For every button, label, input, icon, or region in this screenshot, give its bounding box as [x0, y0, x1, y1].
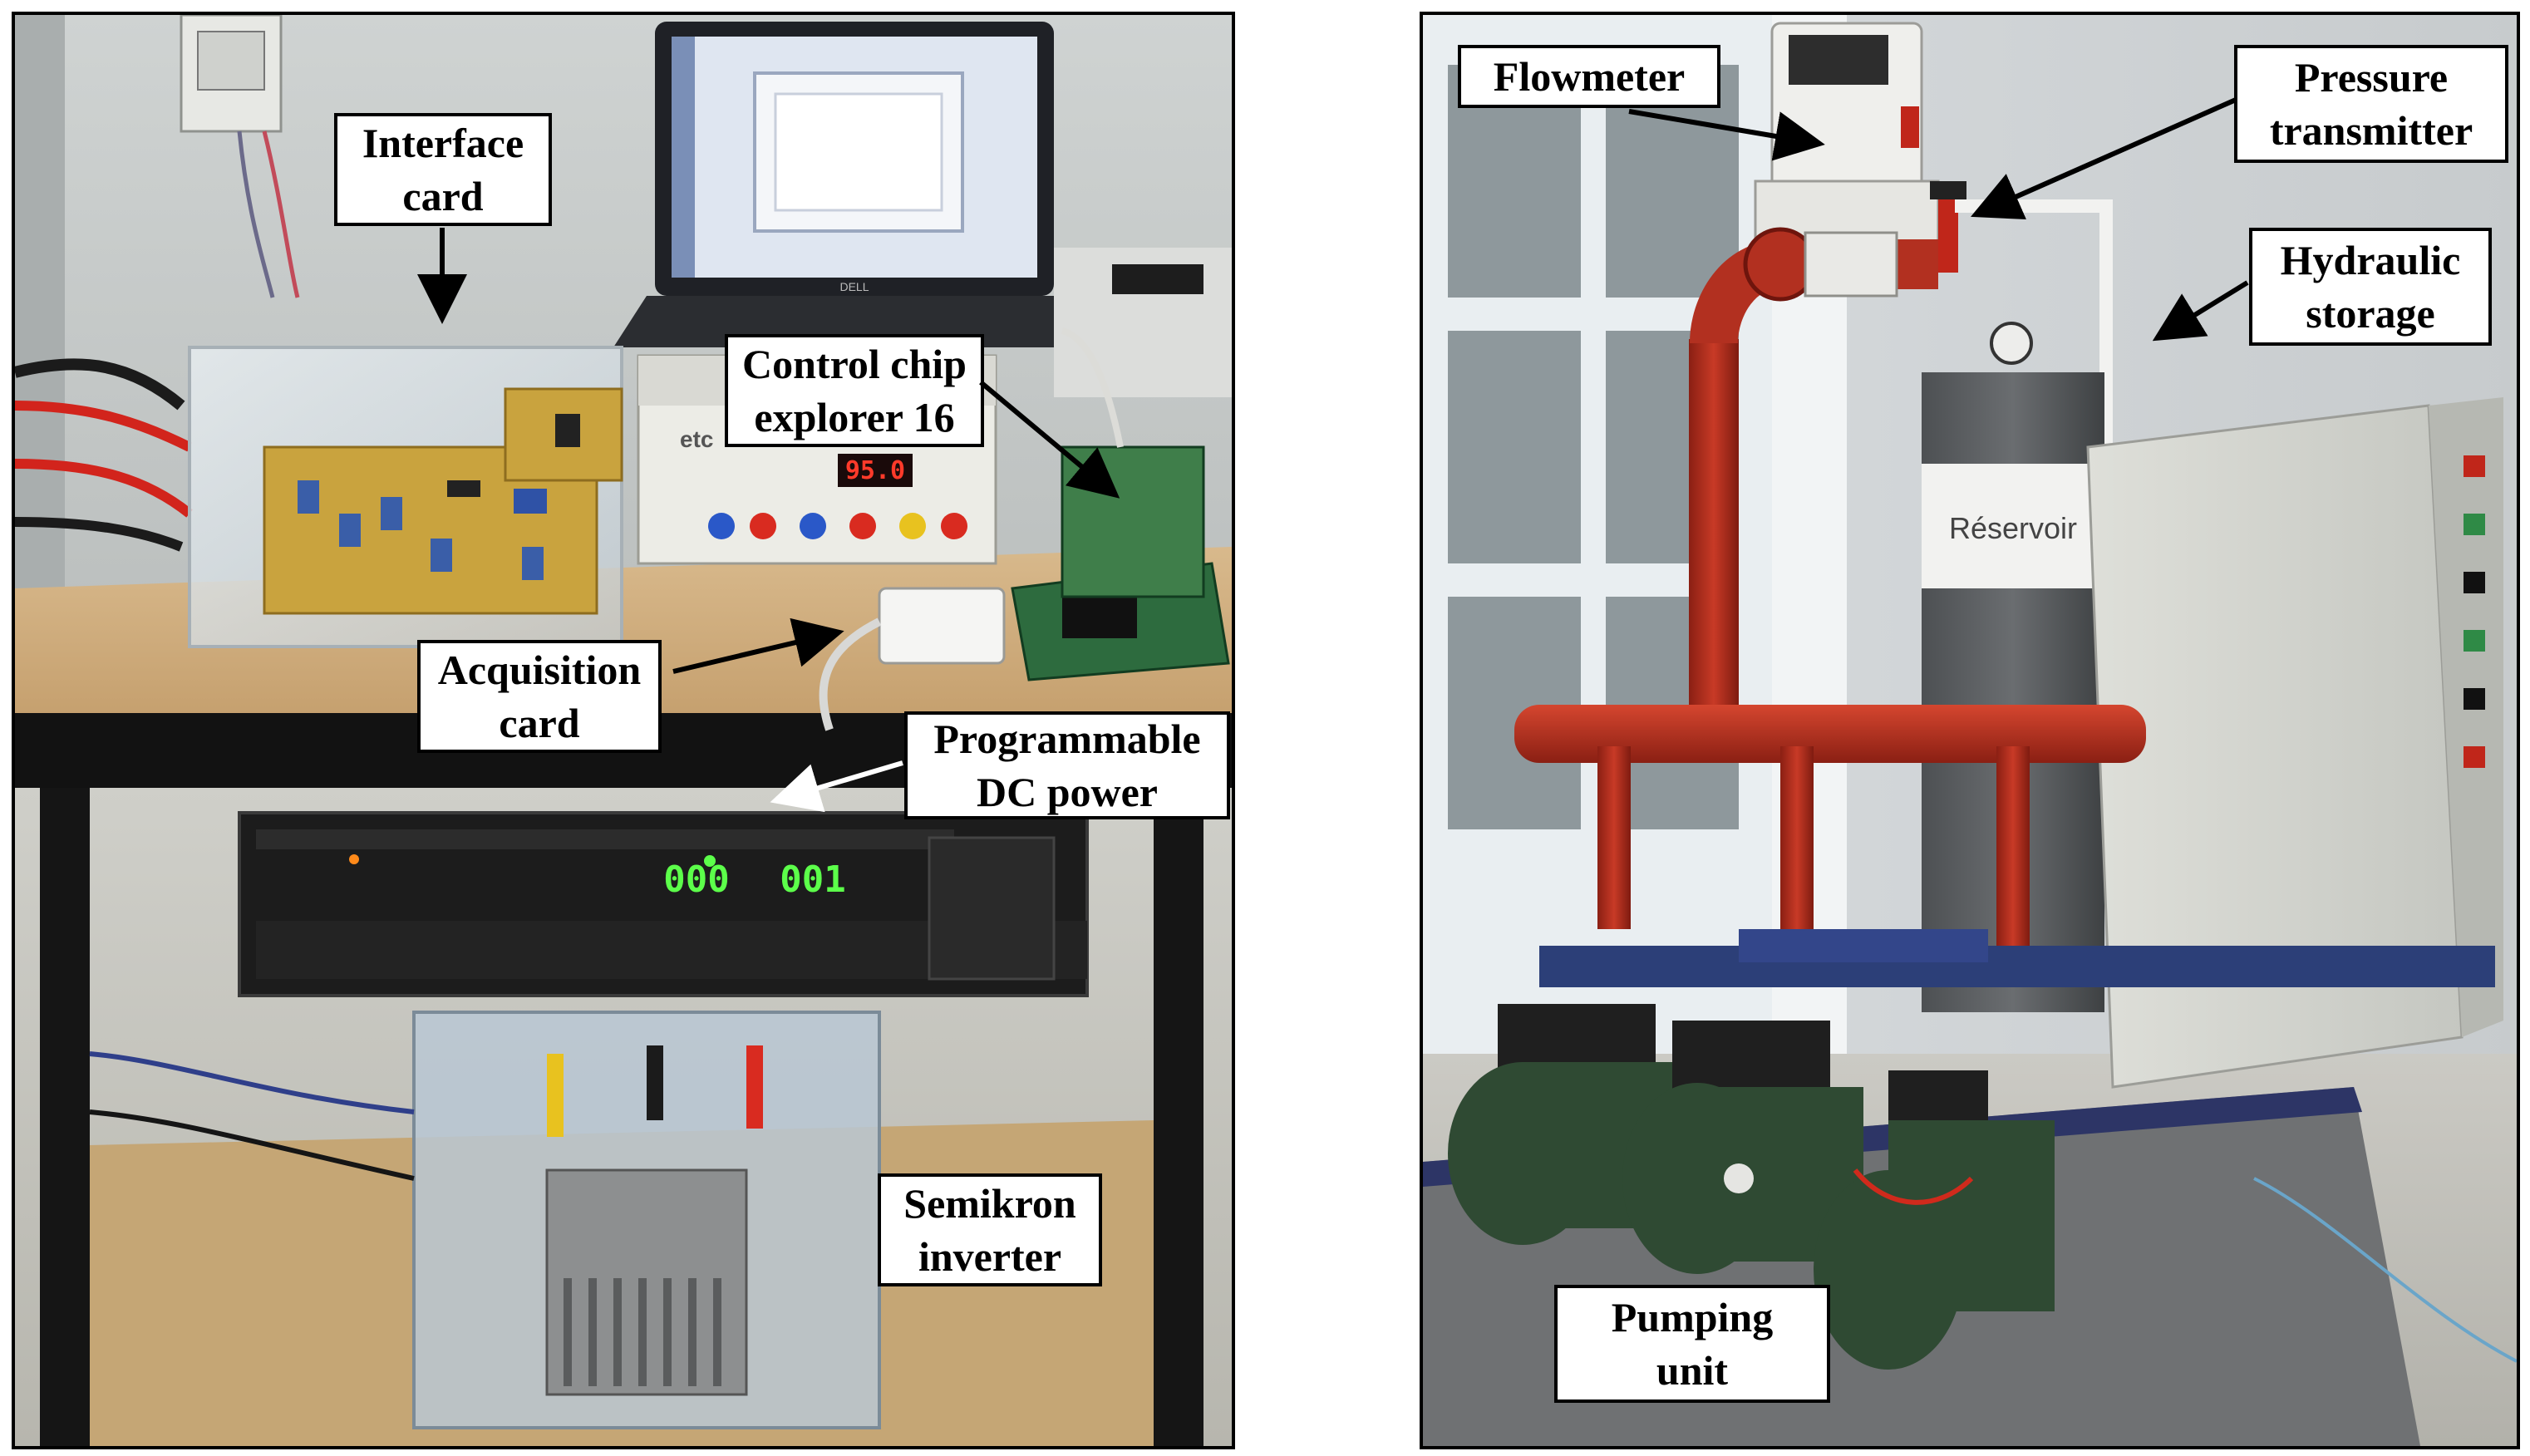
acquisition-card-device	[878, 587, 1006, 665]
cabinet-buttons	[2464, 455, 2485, 768]
wall-cable-blue	[237, 130, 275, 298]
table-leg-right	[1154, 788, 1203, 1446]
bench-supply-readout: 95.0	[845, 456, 905, 485]
inverter-lead-red	[746, 1045, 763, 1129]
label-pumping-unit-text: Pumping unit	[1611, 1294, 1774, 1394]
dc-power-handle-panel	[928, 836, 1056, 981]
flowmeter-tag	[1901, 106, 1919, 148]
label-pressure-transmitter-text: Pressure transmitter	[2269, 54, 2473, 154]
pressure-transmitter-cap	[1930, 181, 1966, 199]
label-semikron-inverter: Semikron inverter	[878, 1173, 1102, 1286]
white-tube-horizontal	[1955, 199, 2113, 213]
blue-suction-pipe	[1539, 946, 2495, 987]
usb-cable	[1061, 327, 1124, 448]
table-leg-left	[40, 788, 90, 1446]
inverter-lead-black	[647, 1045, 663, 1120]
red-riser-pipe	[1689, 339, 1739, 755]
dc-power-current-display: 001	[780, 858, 845, 901]
red-drop-pipe-3	[1996, 746, 2030, 954]
laptop-taskbar	[672, 37, 695, 278]
blue-suction-pipe-upper	[1739, 929, 1988, 962]
terminal-blue-2	[800, 513, 826, 539]
explorer16-daughterboard	[1061, 445, 1205, 598]
cabinet-side	[2429, 397, 2503, 1037]
right-photo-panel: Réservoir	[1420, 12, 2520, 1449]
red-drop-pipe-1	[1597, 746, 1631, 929]
pump-3	[1814, 1070, 2055, 1370]
wall-edge	[15, 15, 65, 696]
label-flowmeter: Flowmeter	[1458, 45, 1720, 108]
cable-red-2	[15, 459, 193, 518]
label-control-chip: Control chip explorer 16	[725, 334, 984, 447]
label-hydraulic-storage: Hydraulic storage	[2249, 228, 2492, 346]
heatsink-fins	[564, 1278, 721, 1386]
wall-cable-red	[262, 130, 300, 298]
flowmeter-display	[1789, 35, 1888, 85]
floor-cable-blue	[89, 1051, 415, 1114]
label-interface-card: Interface card	[334, 113, 552, 226]
dc-power-led-green	[704, 855, 716, 867]
label-interface-card-text: Interface card	[362, 120, 524, 219]
floor-cable-black	[89, 1109, 415, 1181]
tank-label-text: Réservoir	[1949, 511, 2077, 545]
inverter-lead-yellow	[547, 1054, 564, 1137]
label-acquisition-card: Acquisition card	[417, 640, 662, 753]
red-drop-pipe-2	[1780, 746, 1814, 937]
right-photo-illustration: Réservoir	[1423, 15, 2517, 1446]
label-programmable-dc-power-text: Programmable DC power	[933, 716, 1201, 815]
label-control-chip-text: Control chip explorer 16	[742, 341, 967, 440]
interface-pcb-upper	[504, 387, 623, 482]
terminal-red-1	[750, 513, 776, 539]
bench-supply-display	[838, 454, 913, 487]
pump-cable-red	[1853, 1168, 1974, 1205]
terminal-red-3	[941, 513, 967, 539]
terminal-blue-1	[708, 513, 735, 539]
left-photo-illustration: DELL etc 95.0	[15, 15, 1232, 1446]
terminal-red-2	[849, 513, 876, 539]
dc-power-top-vent	[256, 829, 954, 849]
cable-black-1	[15, 358, 185, 411]
breaker	[197, 31, 265, 91]
red-manifold-pipe	[1514, 705, 2146, 763]
cable-black-2	[15, 517, 184, 552]
pcb-components	[298, 414, 580, 580]
laptop-window-inner	[774, 92, 943, 212]
label-pumping-unit: Pumping unit	[1554, 1285, 1830, 1403]
left-photo-panel: DELL etc 95.0	[12, 12, 1235, 1449]
label-semikron-inverter-text: Semikron inverter	[903, 1180, 1076, 1280]
dc-power-led-orange	[349, 854, 359, 864]
pressure-gauge	[1990, 322, 2033, 365]
tank-label-band	[1922, 464, 2104, 588]
power-brick	[1112, 264, 1203, 294]
label-hydraulic-storage-text: Hydraulic storage	[2280, 237, 2461, 337]
cable-red-1	[15, 401, 192, 452]
bench-supply-brand: etc	[680, 426, 713, 452]
terminal-yellow	[899, 513, 926, 539]
label-programmable-dc-power: Programmable DC power	[904, 711, 1230, 819]
laptop-brand: DELL	[839, 280, 869, 293]
floor-cable-light-blue	[2253, 1177, 2517, 1363]
flowmeter-pipe-section	[1804, 231, 1898, 298]
label-flowmeter-text: Flowmeter	[1493, 53, 1686, 100]
label-pressure-transmitter: Pressure transmitter	[2234, 45, 2508, 163]
dc-power-voltage-display: 000	[663, 858, 729, 901]
label-acquisition-card-text: Acquisition card	[437, 647, 642, 746]
